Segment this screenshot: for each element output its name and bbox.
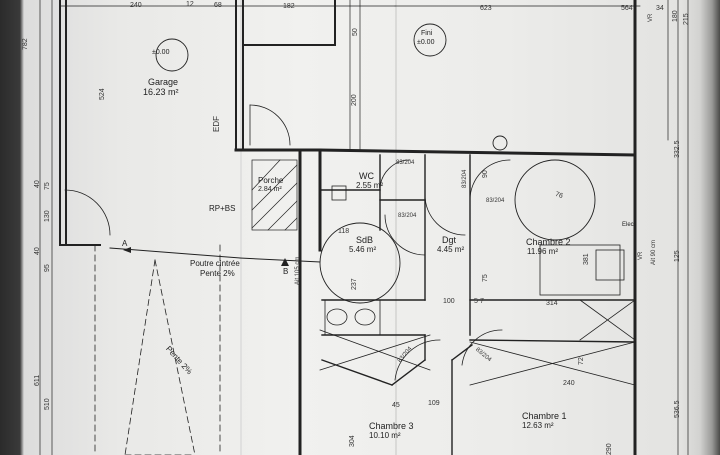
paper-fold-line — [240, 0, 242, 455]
dim-top-12: 12 — [186, 1, 194, 8]
dim-left-130: 130 — [44, 210, 51, 222]
house-walls — [234, 0, 637, 455]
dim-left-510: 510 — [44, 398, 51, 410]
sdb-name: SdB — [356, 235, 374, 245]
dim-left-782: 782 — [22, 38, 29, 50]
dim-int-45: 45 — [392, 402, 400, 409]
porche-area: 2.84 m² — [258, 186, 282, 193]
ait-105-label: Ait 105 cm — [295, 256, 301, 285]
dim-top-623: 623 — [480, 5, 492, 12]
dim-int-door-dgt: 83/204 — [462, 169, 468, 188]
driveway — [94, 244, 221, 455]
paper-fold-line — [395, 0, 397, 455]
garage-level: ±0.00 — [152, 49, 170, 56]
dim-int-90: 90 — [482, 170, 489, 178]
dim-int-200: 200 — [351, 94, 358, 106]
dim-left-40: 40 — [34, 180, 41, 188]
rp-bs-label: RP+BS — [209, 204, 236, 213]
section-a-arrow — [123, 247, 131, 253]
dim-left-75: 75 — [44, 182, 51, 190]
garage-walls — [59, 0, 336, 246]
partition-walls — [321, 154, 636, 455]
chambre1-area: 12.63 m² — [522, 421, 554, 430]
dim-left-524: 524 — [99, 88, 106, 100]
dimension-lines — [39, 0, 689, 455]
chambre3-name: Chambre 3 — [369, 421, 414, 431]
pente-label: Pente 2% — [200, 269, 235, 278]
dgt-area: 4.45 m² — [437, 245, 465, 254]
edf-label: EDF — [212, 116, 221, 132]
vr-label-2: VR — [638, 251, 644, 260]
fixtures — [319, 185, 636, 386]
porch-hatch — [251, 159, 298, 231]
section-a-label: A — [122, 239, 128, 248]
wc-area: 2.55 m² — [356, 181, 384, 190]
dim-top-215: 215 — [683, 13, 690, 25]
dim-int-109: 109 — [428, 400, 440, 407]
dim-right-536: 536.5 — [674, 400, 681, 418]
dim-int-290: 290 — [606, 443, 613, 455]
dim-int-304: 304 — [349, 435, 356, 447]
dim-int-237: 237 — [351, 278, 358, 290]
dim-left-40b: 40 — [34, 247, 41, 255]
dim-int-7: 7 — [480, 298, 484, 305]
section-b-label: B — [283, 267, 289, 276]
dim-left-611: 611 — [34, 374, 41, 386]
poutre-cintree-label: Poutre cintrée — [190, 259, 240, 268]
dim-int-door-sdb: 83/204 — [398, 213, 417, 219]
dim-top-34: 34 — [656, 5, 664, 12]
clearance-circles — [155, 23, 596, 304]
vr-label: VR — [648, 13, 654, 22]
dim-int-5: 5 — [474, 298, 478, 305]
dim-int-100: 100 — [443, 298, 455, 305]
dim-top-68: 68 — [214, 2, 222, 9]
garage-area: 16.23 m² — [143, 87, 179, 97]
dim-int-381: 381 — [583, 253, 590, 265]
section-markers — [109, 247, 321, 263]
dim-top-564: 564 — [621, 5, 633, 12]
section-b-arrow — [281, 258, 289, 266]
fini-level: ±0.00 — [417, 39, 435, 46]
elec-label: Elec — [622, 222, 634, 228]
dim-int-75: 75 — [482, 274, 489, 282]
dim-int-50: 50 — [352, 28, 359, 36]
garage-name: Garage — [148, 77, 179, 87]
dim-top-182: 182 — [283, 3, 295, 10]
dgt-name: Dgt — [442, 235, 457, 245]
dim-right-332: 332.5 — [674, 140, 681, 158]
wc-name: WC — [359, 171, 374, 181]
chambre3-area: 10.10 m² — [369, 431, 401, 440]
door-swings — [64, 104, 511, 381]
sdb-area: 5.46 m² — [349, 245, 377, 254]
porche-name: Porche — [258, 176, 284, 185]
dim-left-95: 95 — [44, 264, 51, 272]
dim-right-125: 125 — [674, 250, 681, 262]
dim-int-72: 72 — [578, 357, 585, 365]
dim-top-180: 180 — [672, 10, 679, 22]
chambre2-area: 11.96 m² — [527, 247, 558, 256]
fini-name: Fini — [421, 30, 433, 37]
dim-top-240: 240 — [130, 2, 142, 9]
dim-int-door-wc: 83/204 — [396, 160, 415, 166]
dim-int-314: 314 — [546, 300, 558, 307]
dim-int-door-ch2: 83/204 — [486, 198, 505, 204]
dim-int-118: 118 — [338, 228, 350, 235]
ait-90-label: Ait 90 cm — [651, 239, 657, 265]
dim-int-240: 240 — [563, 380, 575, 387]
chambre2-name: Chambre 2 — [526, 237, 571, 247]
chambre1-name: Chambre 1 — [522, 411, 567, 421]
